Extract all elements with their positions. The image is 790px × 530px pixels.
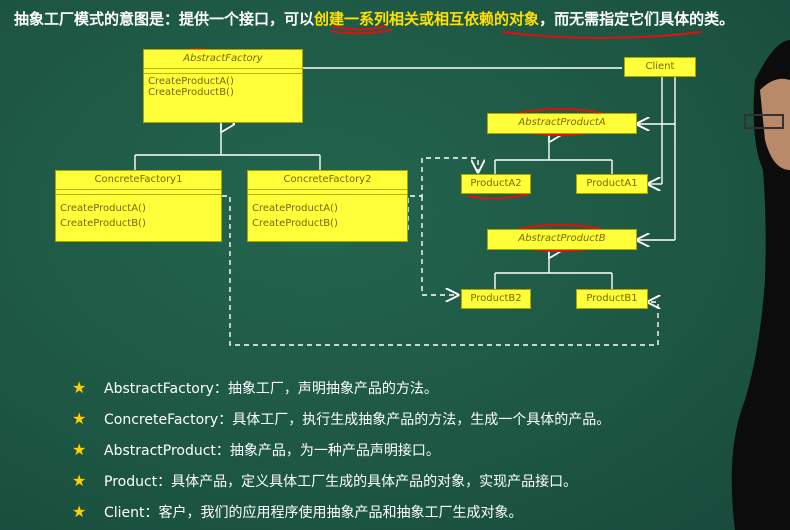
intro-text: 抽象工厂模式的意图是：提供一个接口，可以创建一系列相关或相互依赖的对象，而无需指… [14,6,784,33]
abstract-factory-class: AbstractFactory CreateProductA() CreateP… [143,49,303,123]
product-b2-class: ProductB2 [461,289,531,309]
list-item-text: ConcreteFactory：具体工厂，执行生成抽象产品的方法，生成一个具体的… [104,412,611,428]
abstract-product-a-class: AbstractProductA [487,113,637,134]
concrete-factory-2-class: ConcreteFactory2 CreateProductA() Create… [247,170,408,242]
operation: CreateProductB() [60,218,146,229]
list-item: ★ AbstractProduct：抽象产品，为一种产品声明接口。 [72,434,772,465]
operation: CreateProductA() [60,203,146,214]
creation-dependency-lines [222,157,658,346]
intro-part-3: ，可以 [269,10,315,28]
concrete-factory-1-class: ConcreteFactory1 CreateProductA() Create… [55,170,222,242]
list-item: ★ Product：具体产品，定义具体工厂生成的具体产品的对象，实现产品接口。 [72,465,772,496]
intro-highlight: 创建一系列相关或相互依赖的对象 [314,10,540,28]
concrete-factory-2-title: ConcreteFactory2 [248,171,407,190]
product-a1-class: ProductA1 [576,174,648,194]
operation: CreateProductB() [252,218,338,229]
attributes-section [248,190,407,195]
abstract-factory-title: AbstractFactory [144,50,302,69]
factory-inheritance-lines [134,124,321,170]
list-item-text: AbstractProduct：抽象产品，为一种产品声明接口。 [104,443,440,459]
attributes-section [56,190,221,195]
concrete-factory-1-title: ConcreteFactory1 [56,171,221,190]
product-a-inheritance-lines [494,134,613,174]
role-description-list: ★ AbstractFactory：抽象工厂，声明抽象产品的方法。 ★ Concre… [72,372,772,527]
attributes-section [144,69,302,74]
star-icon: ★ [72,471,87,490]
intro-part-1: 抽象工厂模式的意图是：提供一个 [14,10,240,28]
concrete-factory-1-operations: CreateProductA() CreateProductB() [56,195,221,233]
abstract-product-b-class: AbstractProductB [487,229,637,250]
star-icon: ★ [72,409,87,428]
star-icon: ★ [72,378,87,397]
list-item: ★ ConcreteFactory：具体工厂，执行生成抽象产品的方法，生成一个具体… [72,403,772,434]
operation: CreateProductA() [148,76,234,87]
list-item-text: Client：客户，我们的应用程序使用抽象产品和抽象工厂生成对象。 [104,505,523,521]
product-a2-class: ProductA2 [461,174,531,194]
star-icon: ★ [72,502,87,521]
operation: CreateProductB() [148,87,234,98]
product-b1-class: ProductB1 [576,289,648,309]
abstract-factory-operations: CreateProductA() CreateProductB() [144,74,302,100]
product-b-inheritance-lines [494,250,613,289]
list-item: ★ AbstractFactory：抽象工厂，声明抽象产品的方法。 [72,372,772,403]
client-class: Client [624,57,696,77]
list-item: ★ Client：客户，我们的应用程序使用抽象产品和抽象工厂生成对象。 [72,496,772,527]
intro-keyword-interface: 接口 [239,10,270,28]
presenter-figure [731,40,790,530]
list-item-text: AbstractFactory：抽象工厂，声明抽象产品的方法。 [104,381,438,397]
list-item-text: Product：具体产品，定义具体工厂生成的具体产品的对象，实现产品接口。 [104,474,578,490]
intro-part-5: ，而无需指定它们具体的类。 [539,10,735,28]
star-icon: ★ [72,440,87,459]
operation: CreateProductA() [252,203,338,214]
client-product-associations [637,76,676,240]
concrete-factory-2-operations: CreateProductA() CreateProductB() [248,195,407,233]
